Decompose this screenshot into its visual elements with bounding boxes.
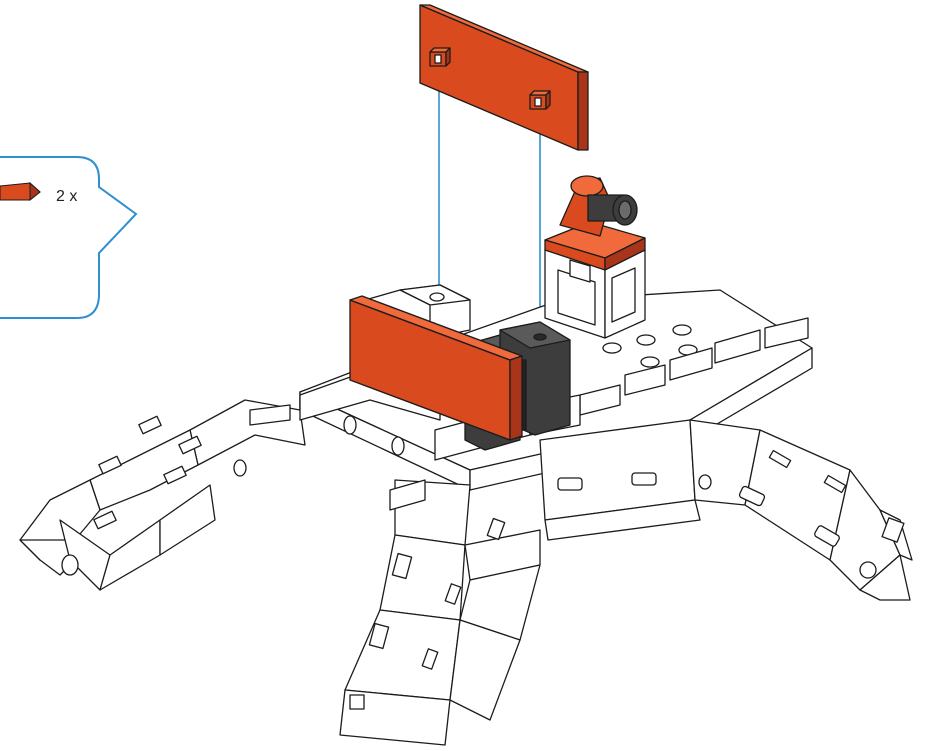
leg-left: [20, 400, 305, 590]
mounted-panel-side: [510, 356, 522, 440]
panel-stud-right: [530, 91, 550, 109]
pivot-tower: [545, 176, 645, 338]
leg-right: [540, 420, 912, 600]
plate-hole: [637, 335, 655, 345]
plate-hole: [673, 325, 691, 335]
callout-quantity: 2 x: [56, 188, 77, 205]
plate-hole: [641, 357, 659, 367]
plate-hole: [603, 343, 621, 353]
callout-bubble: [0, 157, 136, 318]
orange-panel-icon: [420, 5, 588, 150]
parts-callout: 2 x: [0, 157, 136, 318]
panel-face: [420, 5, 578, 150]
panel-side: [578, 72, 588, 150]
panel-stud-left: [430, 48, 450, 66]
leg-front: [340, 480, 540, 745]
